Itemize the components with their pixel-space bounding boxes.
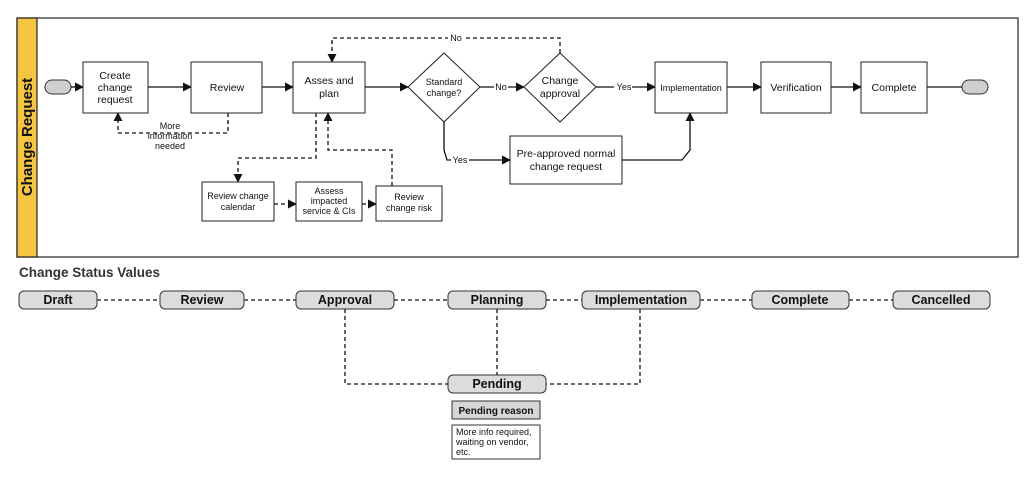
- pending-reason-text-2: waiting on vendor,: [455, 437, 529, 447]
- review-calendar-box: [201, 181, 275, 222]
- approval-label-2: approval: [540, 88, 580, 100]
- yes-right-label: Yes: [617, 82, 632, 92]
- assess-and-plan-box: [292, 61, 366, 114]
- more-info-label-3: needed: [155, 141, 185, 151]
- status-cancelled: [892, 290, 991, 310]
- implementation-label: Implementation: [660, 83, 722, 93]
- status-review: [159, 290, 245, 310]
- status-implementation: [581, 290, 701, 310]
- more-info-label-1: More: [160, 121, 181, 131]
- preapproved-box: [509, 135, 623, 185]
- swimlane-header: [16, 17, 38, 258]
- status-complete: [751, 290, 850, 310]
- pending-reason-box: [451, 424, 541, 460]
- calendar-label-1: Review change: [207, 191, 269, 201]
- plan-label-2: plan: [319, 88, 339, 100]
- status-pending: [447, 374, 547, 394]
- verification-box: [760, 61, 832, 114]
- status-implementation-label: Implementation: [595, 293, 687, 307]
- assess-label-3: service & CIs: [302, 206, 356, 216]
- approval-label-1: Change: [542, 75, 579, 87]
- verification-label: Verification: [770, 82, 822, 94]
- complete-label: Complete: [872, 82, 917, 94]
- review-risk-box: [375, 185, 443, 222]
- plan-label-1: Asses and: [304, 75, 353, 87]
- create-label-2: change: [98, 82, 133, 94]
- status-approval: [295, 290, 395, 310]
- risk-label-1: Review: [394, 192, 424, 202]
- status-cancelled-label: Cancelled: [911, 293, 970, 307]
- calendar-label-2: calendar: [221, 202, 256, 212]
- status-review-label: Review: [180, 293, 223, 307]
- standard-change-decision: [407, 52, 481, 123]
- start-terminal: [44, 79, 72, 95]
- swimlane-title: Change Request: [19, 78, 36, 196]
- create-label-3: request: [97, 94, 132, 106]
- preapproved-label-1: Pre-approved normal: [517, 148, 616, 160]
- status-planning: [447, 290, 547, 310]
- create-change-request-box: [82, 61, 149, 114]
- create-label-1: Create: [99, 70, 131, 82]
- assess-label-1: Assess: [314, 186, 344, 196]
- yes-bottom-label: Yes: [453, 155, 468, 165]
- more-info-label-2: information: [148, 131, 193, 141]
- status-complete-label: Complete: [772, 293, 829, 307]
- preapproved-label-2: change request: [530, 161, 602, 173]
- no-top-label: No: [450, 33, 462, 43]
- pending-reason-title: Pending reason: [458, 406, 533, 417]
- review-box: [190, 61, 263, 114]
- pending-reason-header: [451, 400, 541, 420]
- status-section-title: Change Status Values: [19, 265, 160, 280]
- assess-label-2: impacted: [311, 196, 348, 206]
- standard-label-2: change?: [427, 88, 462, 98]
- standard-label-1: Standard: [426, 77, 463, 87]
- status-draft: [18, 290, 98, 310]
- risk-label-2: change risk: [386, 203, 433, 213]
- implementation-box: [654, 61, 728, 114]
- pending-reason-text-3: etc.: [456, 447, 471, 457]
- status-planning-label: Planning: [471, 293, 524, 307]
- status-pending-label: Pending: [472, 377, 521, 391]
- change-approval-decision: [523, 52, 597, 123]
- pending-reason-text-1: More info required,: [456, 427, 532, 437]
- status-draft-label: Draft: [43, 293, 73, 307]
- review-label: Review: [210, 82, 245, 94]
- end-terminal: [961, 79, 989, 95]
- no-mid-label: No: [495, 82, 507, 92]
- complete-box: [860, 61, 928, 114]
- assess-impacted-box: [295, 181, 363, 222]
- status-approval-label: Approval: [318, 293, 372, 307]
